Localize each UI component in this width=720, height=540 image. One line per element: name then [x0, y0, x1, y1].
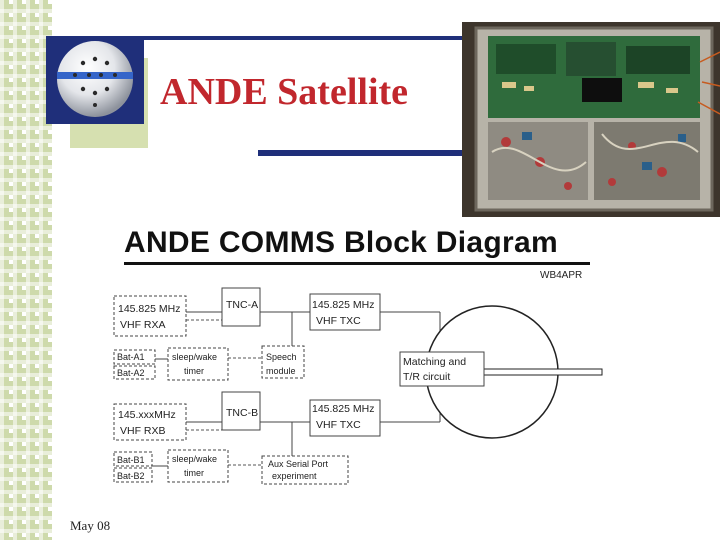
- bat-b2-label: Bat-B2: [117, 471, 145, 481]
- bat-a2-label: Bat-A2: [117, 368, 145, 378]
- rx-a-frequency: 145.825 MHz: [118, 303, 180, 315]
- title-bottom-rule: [258, 150, 466, 156]
- satellite-logo-icon: [57, 41, 133, 117]
- tx-c1-frequency: 145.825 MHz: [312, 299, 374, 311]
- tx-c1-name: VHF TXC: [316, 315, 361, 327]
- callsign-label: WB4APR: [540, 270, 583, 281]
- matching-circuit-line2: T/R circuit: [403, 371, 450, 383]
- diagram-heading-rule: [124, 262, 590, 265]
- tx-c2-frequency: 145.825 MHz: [312, 403, 374, 415]
- aux-serial-port-line2: experiment: [272, 471, 317, 481]
- rx-a-name: VHF RXA: [120, 319, 166, 331]
- rx-b-name: VHF RXB: [120, 425, 166, 437]
- satellite-electronics-photo: [462, 22, 720, 217]
- title-top-rule: [46, 36, 466, 40]
- aux-serial-port-line1: Aux Serial Port: [268, 459, 329, 469]
- tnc-b-label: TNC-B: [226, 407, 258, 419]
- timer-b-line1: sleep/wake: [172, 454, 217, 464]
- speech-module-line1: Speech: [266, 352, 297, 362]
- tnc-a-label: TNC-A: [226, 299, 258, 311]
- bat-a1-label: Bat-A1: [117, 352, 145, 362]
- block-diagram: 145.825 MHz VHF RXA TNC-A 145.825 MHz VH…: [100, 280, 620, 508]
- timer-b-line2: timer: [184, 468, 204, 478]
- speech-module-line2: module: [266, 366, 296, 376]
- tx-c2-name: VHF TXC: [316, 419, 361, 431]
- timer-a-line1: sleep/wake: [172, 352, 217, 362]
- rx-b-frequency: 145.xxxMHz: [118, 409, 176, 421]
- slide-title: ANDE Satellite: [160, 71, 409, 113]
- decorative-grid-strip: [0, 0, 52, 540]
- bat-b1-label: Bat-B1: [117, 455, 145, 465]
- diagram-heading: ANDE COMMS Block Diagram: [124, 226, 558, 259]
- slide-date: May 08: [70, 518, 111, 533]
- matching-circuit-line1: Matching and: [403, 356, 466, 368]
- timer-a-line2: timer: [184, 366, 204, 376]
